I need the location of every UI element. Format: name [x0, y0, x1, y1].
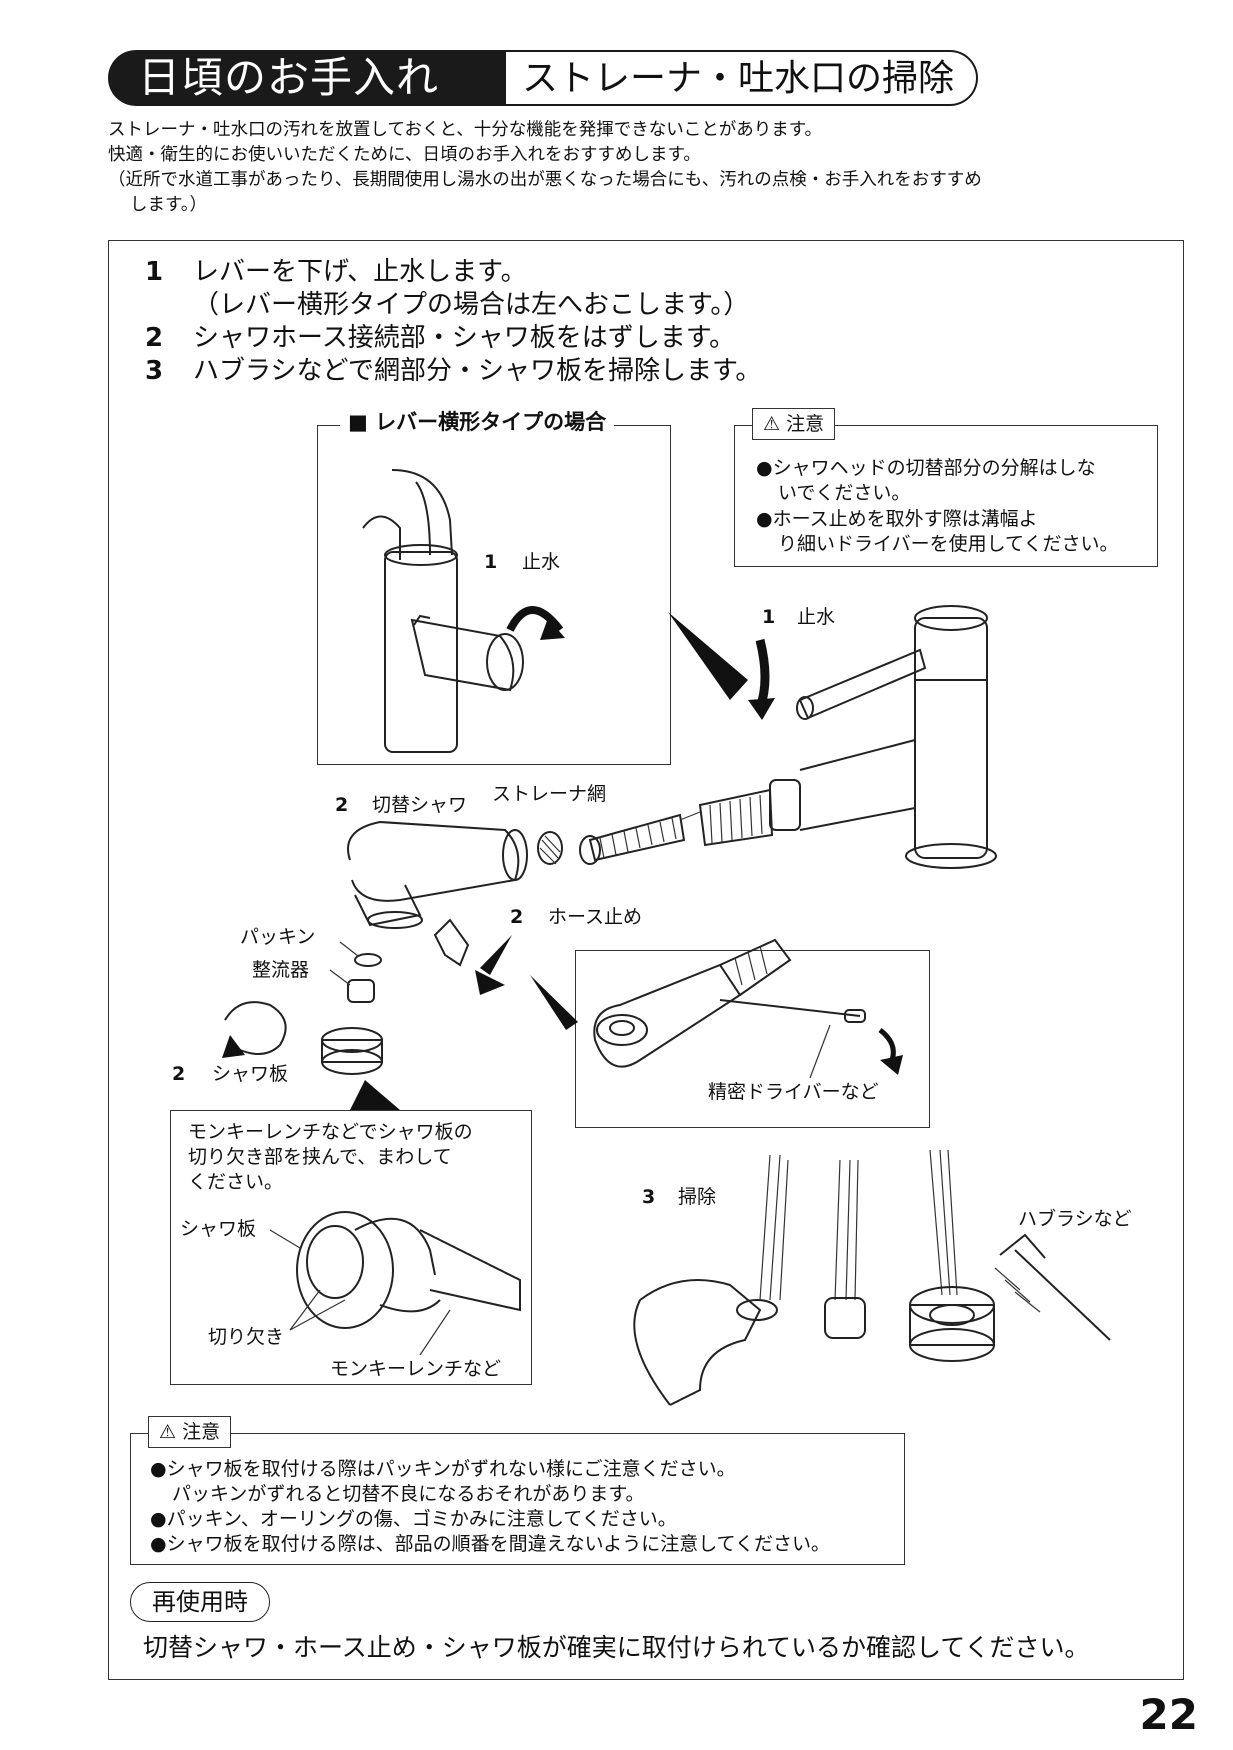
lever-faucet-illustration	[362, 469, 565, 753]
wrench-plate-label: シャワ板	[180, 1218, 257, 1240]
hose-stopper-detail-illustration	[593, 938, 903, 1079]
shower-label: 切替シャワ	[372, 794, 468, 816]
hose-clip-illustration	[433, 918, 578, 1030]
intro-line-1: ストレーナ・吐水口の汚れを放置しておくと、十分な機能を発揮できないことがあります…	[108, 120, 822, 140]
driver-label: 精密ドライバーなど	[708, 1081, 879, 1103]
hose-spring-illustration	[579, 788, 774, 865]
section-subtitle: ストレーナ・吐水口の掃除	[500, 50, 978, 106]
lever-type-title: ■ レバー横形タイプの場合	[340, 410, 615, 434]
intro-line-3: （近所で水道工事があったり、長期間使用し湯水の出が悪くなった場合にも、汚れの点検…	[108, 170, 982, 190]
warning-icon: ⚠	[159, 1421, 177, 1443]
wrench-line-1: モンキーレンチなどでシャワ板の	[188, 1121, 473, 1143]
strainer-illustration	[537, 831, 563, 865]
faucet-step-label: 止水	[797, 606, 836, 628]
hose-num: 2	[510, 906, 524, 928]
plate-label: シャワ板	[212, 1063, 289, 1085]
caution-bottom-line-2: パッキンがずれると切替不良になるおそれがあります。	[172, 1483, 645, 1505]
reuse-tag: 再使用時	[130, 1582, 270, 1622]
caution-bottom-line-1: ●シャワ板を取付ける際はパッキンがずれない様にご注意ください。	[150, 1458, 736, 1480]
shower-parts-illustration	[222, 941, 400, 1110]
cleaning-label: 掃除	[678, 1186, 717, 1208]
intro-line-4: します。）	[130, 195, 207, 215]
caution-top-line-4: り細いドライバーを使用してください。	[778, 533, 1119, 555]
cleaning-num: 3	[642, 1186, 656, 1208]
caution-top-box	[734, 425, 1158, 567]
caution-bottom-box	[130, 1433, 905, 1565]
caution-top-line-3: ●ホース止めを取外す際は溝幅よ	[756, 508, 1038, 530]
wrench-box	[170, 1110, 532, 1385]
step-1-note: （レバー横形タイプの場合は左へおこします。）	[193, 290, 750, 320]
hose-label: ホース止め	[548, 906, 643, 928]
caution-bottom-tag: ⚠ 注意	[148, 1416, 232, 1448]
shower-head-illustration	[347, 820, 528, 929]
intro-line-2: 快適・衛生的にお使いいただくために、日頃のお手入れをおすすめします。	[108, 145, 701, 165]
reuse-text: 切替シャワ・ホース止め・シャワ板が確実に取付けられているか確認してください。	[143, 1633, 1090, 1662]
page-number: 22	[1139, 1690, 1198, 1739]
warning-icon: ⚠	[763, 413, 781, 435]
shower-num: 2	[335, 794, 349, 816]
strainer-label: ストレーナ網	[492, 783, 607, 805]
rectifier-label: 整流器	[252, 959, 310, 981]
section-title: 日頃のお手入れ	[108, 50, 506, 106]
lever-step-num: 1	[484, 551, 498, 573]
wrench-line-2: 切り欠き部を挟んで、まわして	[188, 1146, 452, 1168]
main-faucet-illustration	[668, 605, 997, 869]
caution-top-line-1: ●シャワヘッドの切替部分の分解はしな	[756, 457, 1096, 479]
brush-label: ハブラシなど	[1018, 1208, 1132, 1230]
wrench-label: モンキーレンチなど	[330, 1358, 502, 1380]
wrench-line-3: ください。	[188, 1171, 284, 1193]
plate-num: 2	[172, 1063, 186, 1085]
lever-step-label: 止水	[522, 551, 561, 573]
caution-top-tag: ⚠ 注意	[752, 408, 836, 440]
packing-label: パッキン	[240, 926, 316, 948]
caution-bottom-line-4: ●シャワ板を取付ける際は、部品の順番を間違えないように注意してください。	[150, 1533, 831, 1555]
caution-top-line-2: いでください。	[778, 482, 911, 504]
notch-label: 切り欠き	[208, 1326, 285, 1348]
instruction-box	[108, 240, 1184, 1680]
cleaning-illustration	[633, 1149, 1111, 1406]
caution-bottom-line-3: ●パッキン、オーリングの傷、ゴミかみに注意してください。	[150, 1508, 677, 1530]
wrench-illustration	[269, 1211, 521, 1356]
faucet-step-num: 1	[762, 606, 776, 628]
